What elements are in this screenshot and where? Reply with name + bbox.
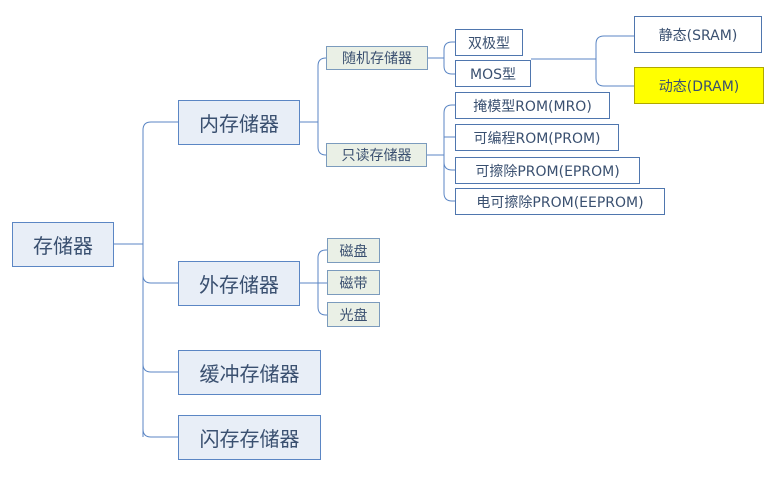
node-mos: MOS型 xyxy=(455,60,531,87)
node-external-memory: 外存储器 xyxy=(178,261,300,306)
node-read-only-memory: 只读存储器 xyxy=(326,143,427,167)
node-optical-disk: 光盘 xyxy=(327,302,380,327)
node-internal-memory: 内存储器 xyxy=(178,100,300,145)
node-random-access-memory: 随机存储器 xyxy=(326,46,428,70)
node-eprom: 可擦除PROM(EPROM) xyxy=(455,157,640,184)
node-eeprom: 电可擦除PROM(EEPROM) xyxy=(455,188,665,215)
node-prom: 可编程ROM(PROM) xyxy=(455,124,619,151)
node-buffer-memory: 缓冲存储器 xyxy=(178,350,321,395)
node-tape: 磁带 xyxy=(327,270,380,295)
node-flash-memory: 闪存存储器 xyxy=(178,415,321,460)
node-mask-rom: 掩模型ROM(MRO) xyxy=(455,92,610,119)
node-static-sram: 静态(SRAM) xyxy=(634,16,762,53)
node-disk: 磁盘 xyxy=(327,238,380,263)
node-bipolar: 双极型 xyxy=(455,29,523,56)
node-dynamic-dram: 动态(DRAM) xyxy=(634,67,764,104)
node-root-memory: 存储器 xyxy=(12,222,114,267)
